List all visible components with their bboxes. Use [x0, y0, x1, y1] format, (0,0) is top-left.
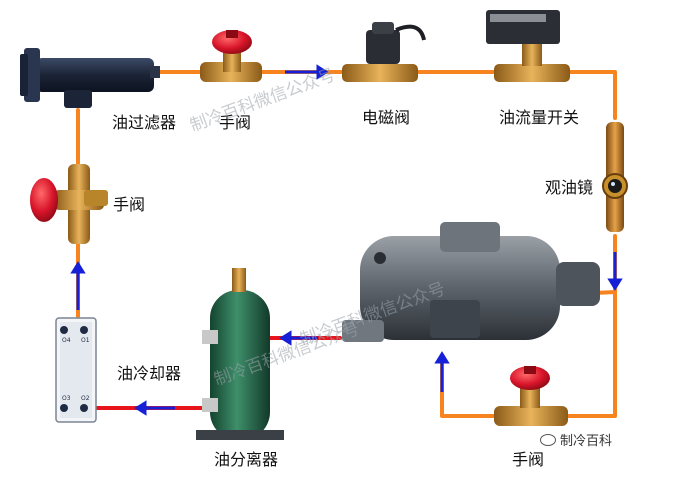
oil-separator [196, 268, 284, 440]
screw-compressor [342, 222, 600, 342]
label-solenoid-valve: 电磁阀 [362, 108, 411, 127]
label-sight-glass: 观油镜 [545, 178, 594, 197]
hand-valve-bottom [494, 366, 568, 426]
label-oil-separator: 油分离器 [214, 450, 279, 469]
brand-logo: 制冷百科 [540, 430, 612, 449]
label-hand-valve-left: 手阀 [113, 195, 146, 214]
oil-filter [20, 48, 160, 108]
cooler-port-o4: O4 [62, 337, 71, 344]
label-oil-cooler: 油冷却器 [117, 364, 182, 383]
hand-valve-top [200, 30, 262, 82]
hand-valve-left [30, 164, 108, 244]
sight-glass [602, 122, 628, 232]
label-oil-filter: 油过滤器 [112, 113, 177, 132]
label-hand-valve-bottom: 手阀 [512, 450, 545, 469]
cooler-port-o1: O1 [81, 337, 90, 344]
oil-flow-switch [486, 10, 570, 82]
oil-cooler [55, 317, 97, 423]
solenoid-valve [342, 22, 426, 82]
label-oil-flow-switch: 油流量开关 [499, 108, 580, 127]
label-hand-valve-top: 手阀 [219, 113, 252, 132]
brand-logo-text: 制冷百科 [560, 434, 613, 449]
cooler-port-o3: O3 [62, 395, 71, 402]
wechat-icon [540, 433, 556, 446]
cooler-port-o2: O2 [81, 395, 90, 402]
flow-arrows [70, 64, 623, 416]
